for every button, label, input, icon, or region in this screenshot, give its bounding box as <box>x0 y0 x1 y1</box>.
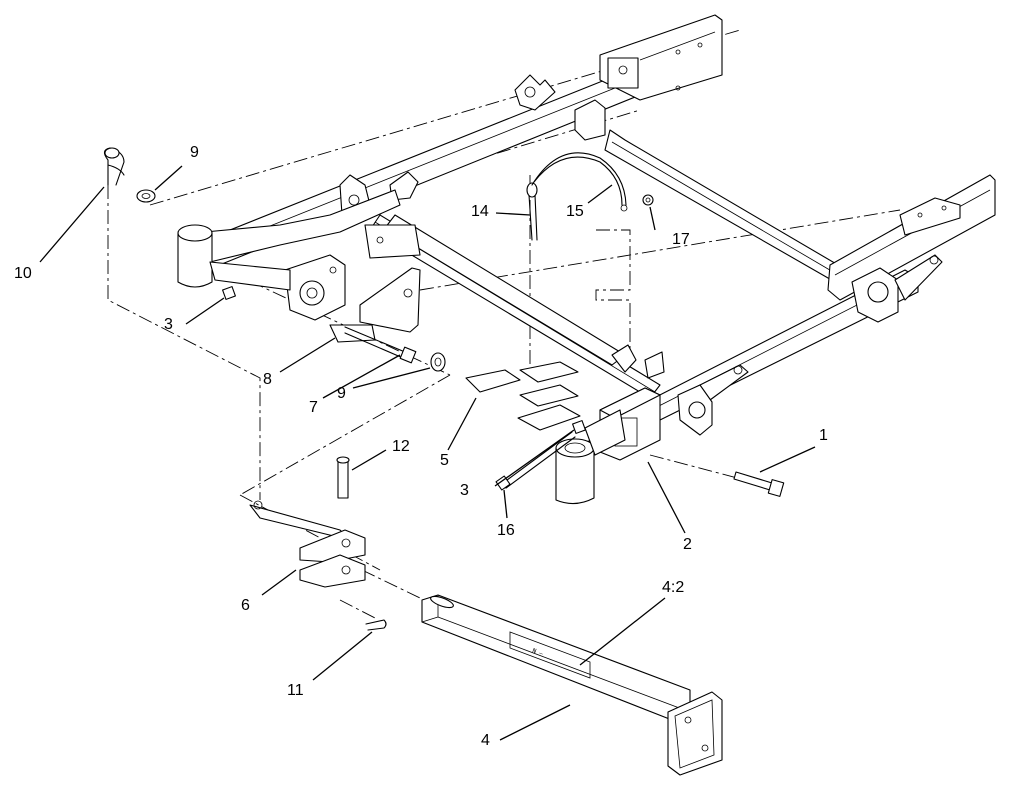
part-5-plates <box>465 361 581 431</box>
callout-3-center: 3 <box>460 482 469 499</box>
part-10-pin <box>103 147 125 186</box>
part-9-washers <box>136 189 446 372</box>
callout-12: 12 <box>392 438 410 455</box>
callout-14: 14 <box>471 203 489 220</box>
callout-leaders <box>39 165 816 741</box>
part-15-wire <box>531 152 628 212</box>
callout-9-bottom: 9 <box>337 385 346 402</box>
part-1-bolt <box>733 471 785 497</box>
part-14-pin <box>526 182 538 241</box>
callout-4: 4 <box>481 732 490 749</box>
callout-7: 7 <box>309 399 318 416</box>
callout-3-left: 3 <box>164 316 173 333</box>
part-6-clevis <box>249 500 366 588</box>
callout-15: 15 <box>566 203 584 220</box>
part-12-pin <box>336 456 350 499</box>
part-11-hairpin <box>365 619 387 631</box>
callout-17: 17 <box>672 231 690 248</box>
callout-11: 11 <box>287 682 304 699</box>
part-16-bolt <box>495 431 576 491</box>
main-frame <box>177 14 996 461</box>
callout-2: 2 <box>683 536 692 553</box>
callout-8: 8 <box>263 371 272 388</box>
part-4-drawbar: N — <box>421 594 723 776</box>
callout-16: 16 <box>497 522 515 539</box>
callout-4-2: 4:2 <box>662 579 685 596</box>
callout-10: 10 <box>14 265 32 282</box>
part-7-bolt <box>344 326 417 364</box>
callout-9-top: 9 <box>190 144 199 161</box>
part-17-nut <box>642 194 654 206</box>
callout-6: 6 <box>241 597 250 614</box>
svg-text:N —: N — <box>531 647 544 657</box>
part-3-nuts <box>222 286 586 434</box>
callout-5: 5 <box>440 452 449 469</box>
callout-1: 1 <box>819 427 828 444</box>
